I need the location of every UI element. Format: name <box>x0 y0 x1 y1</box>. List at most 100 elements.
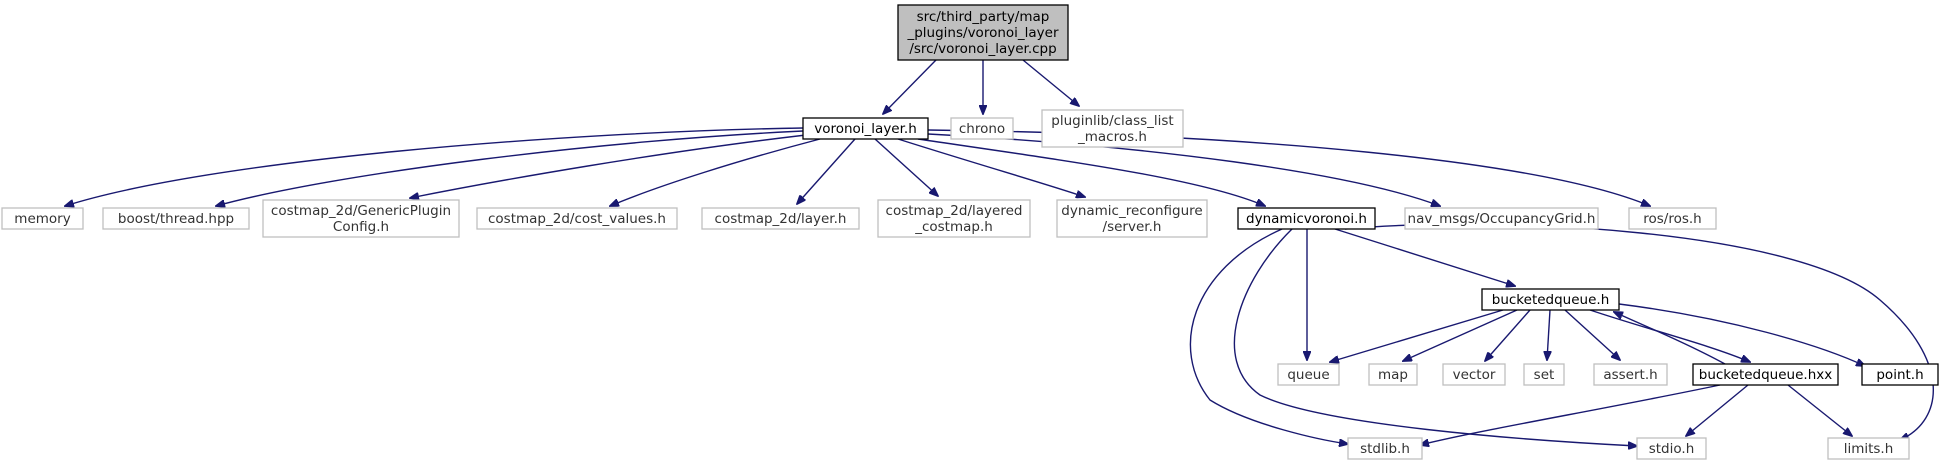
node-box <box>1481 288 1620 311</box>
node-label: bucketedqueue.hxx <box>1699 367 1832 383</box>
edge-voronoi-layer-h-to-layer-h <box>797 138 856 204</box>
edge-voronoi-layer-h-to-generic-plugin <box>410 134 807 198</box>
node-box <box>1404 207 1599 230</box>
node-label: assert.h <box>1603 367 1657 383</box>
node-vector: vector <box>1442 363 1506 386</box>
node-box <box>1368 363 1418 386</box>
node-label: costmap_2d/cost_values.h <box>488 211 666 227</box>
node-label: ros/ros.h <box>1643 211 1702 227</box>
node-label: limits.h <box>1844 441 1894 457</box>
edge-bucketedqueue-hxx-to-stdio-h <box>1686 384 1749 436</box>
node-box <box>1056 199 1208 238</box>
node-box <box>1861 363 1939 386</box>
edge-bucketedqueue-h-to-vector <box>1485 309 1531 361</box>
node-label: nav_msgs/OccupancyGrid.h <box>1408 211 1596 227</box>
edge-bucketedqueue-h-to-bucketedqueue-hxx <box>1589 309 1750 362</box>
node-box <box>476 207 678 230</box>
node-layered-costmap: costmap_2d/layered_costmap.h <box>877 199 1031 238</box>
edge-voronoi-layer-h-to-dyn-reconf <box>897 138 1085 197</box>
node-assert-h: assert.h <box>1593 363 1668 386</box>
node-label: src/third_party/map <box>917 9 1050 25</box>
node-box <box>1628 207 1717 230</box>
node-chrono: chrono <box>950 117 1014 140</box>
node-box <box>701 207 860 230</box>
node-box <box>1442 363 1506 386</box>
edge-bucketedqueue-hxx-to-limits-h <box>1787 384 1852 436</box>
node-label: Config.h <box>333 219 389 235</box>
node-box <box>1277 363 1340 386</box>
node-stdio-h: stdio.h <box>1636 437 1707 460</box>
node-occupancy: nav_msgs/OccupancyGrid.h <box>1404 207 1599 230</box>
node-dyn-reconf: dynamic_reconfigure/server.h <box>1056 199 1208 238</box>
node-label: map <box>1378 367 1408 383</box>
edge-voronoi-layer-h-to-boost-thread <box>216 130 804 206</box>
node-box <box>102 207 250 230</box>
edges <box>65 59 1935 446</box>
node-voronoi-layer-h[interactable]: voronoi_layer.h <box>802 117 929 140</box>
node-bucketedqueue-hxx[interactable]: bucketedqueue.hxx <box>1692 363 1839 386</box>
node-box <box>1237 207 1376 230</box>
edge-dynamicvoronoi-to-stdio-h <box>1233 228 1637 446</box>
node-label: costmap_2d/GenericPlugin <box>271 203 451 219</box>
node-label: bucketedqueue.h <box>1492 292 1610 308</box>
node-label: queue <box>1287 367 1329 383</box>
node-label: vector <box>1453 367 1496 383</box>
node-stdlib-h: stdlib.h <box>1347 437 1423 460</box>
node-memory: memory <box>1 207 84 230</box>
node-label: pluginlib/class_list <box>1051 113 1173 129</box>
node-cost-values: costmap_2d/cost_values.h <box>476 207 678 230</box>
node-box <box>877 199 1031 238</box>
node-label: /server.h <box>1103 219 1162 235</box>
node-bucketedqueue-h[interactable]: bucketedqueue.h <box>1481 288 1620 311</box>
node-label: /src/voronoi_layer.cpp <box>909 41 1056 57</box>
edge-voronoi-layer-h-to-cost-values <box>610 138 821 206</box>
node-box <box>1 207 84 230</box>
node-box <box>1041 109 1184 148</box>
node-box <box>262 199 460 238</box>
node-box <box>950 117 1014 140</box>
node-label: set <box>1534 367 1555 383</box>
node-label: stdlib.h <box>1360 441 1410 457</box>
edge-voronoi-layer-h-to-memory <box>65 127 804 206</box>
edge-bucketedqueue-h-to-point-h <box>1618 303 1865 366</box>
edge-bucketedqueue-h-to-set <box>1547 309 1550 360</box>
node-label: memory <box>14 211 70 227</box>
edge-bucketedqueue-h-to-assert-h <box>1564 309 1620 360</box>
node-box <box>897 4 1069 61</box>
edge-bucketedqueue-h-to-queue <box>1330 309 1504 362</box>
node-label: dynamicvoronoi.h <box>1246 211 1367 227</box>
node-point-h[interactable]: point.h <box>1861 363 1939 386</box>
edge-bucketedqueue-h-to-map <box>1403 309 1518 361</box>
node-label: _costmap.h <box>914 219 993 235</box>
node-box <box>1523 363 1565 386</box>
node-box <box>802 117 929 140</box>
node-box <box>1636 437 1707 460</box>
node-label: costmap_2d/layer.h <box>715 211 847 227</box>
node-limits-h: limits.h <box>1827 437 1910 460</box>
edge-root-to-pluginlib <box>1022 59 1079 106</box>
node-box <box>1827 437 1910 460</box>
edge-root-to-voronoi-layer-h <box>883 59 937 114</box>
node-pluginlib: pluginlib/class_list_macros.h <box>1041 109 1184 148</box>
node-layer-h: costmap_2d/layer.h <box>701 207 860 230</box>
node-label: _plugins/voronoi_layer <box>906 25 1058 41</box>
node-label: dynamic_reconfigure <box>1061 203 1202 219</box>
edge-dynamicvoronoi-to-limits-h <box>1344 223 1935 440</box>
node-queue: queue <box>1277 363 1340 386</box>
node-root[interactable]: src/third_party/map_plugins/voronoi_laye… <box>897 4 1069 61</box>
node-boost-thread: boost/thread.hpp <box>102 207 250 230</box>
node-label: voronoi_layer.h <box>814 121 917 137</box>
node-label: costmap_2d/layered <box>886 203 1023 219</box>
node-label: point.h <box>1876 367 1923 383</box>
node-label: chrono <box>959 121 1005 137</box>
node-dynamicvoronoi[interactable]: dynamicvoronoi.h <box>1237 207 1376 230</box>
node-label: boost/thread.hpp <box>118 211 234 227</box>
node-box <box>1347 437 1423 460</box>
nodes: src/third_party/map_plugins/voronoi_laye… <box>1 4 1939 460</box>
edge-dynamicvoronoi-to-bucketedqueue-h <box>1334 228 1515 286</box>
node-set: set <box>1523 363 1565 386</box>
node-label: stdio.h <box>1649 441 1695 457</box>
node-box <box>1692 363 1839 386</box>
